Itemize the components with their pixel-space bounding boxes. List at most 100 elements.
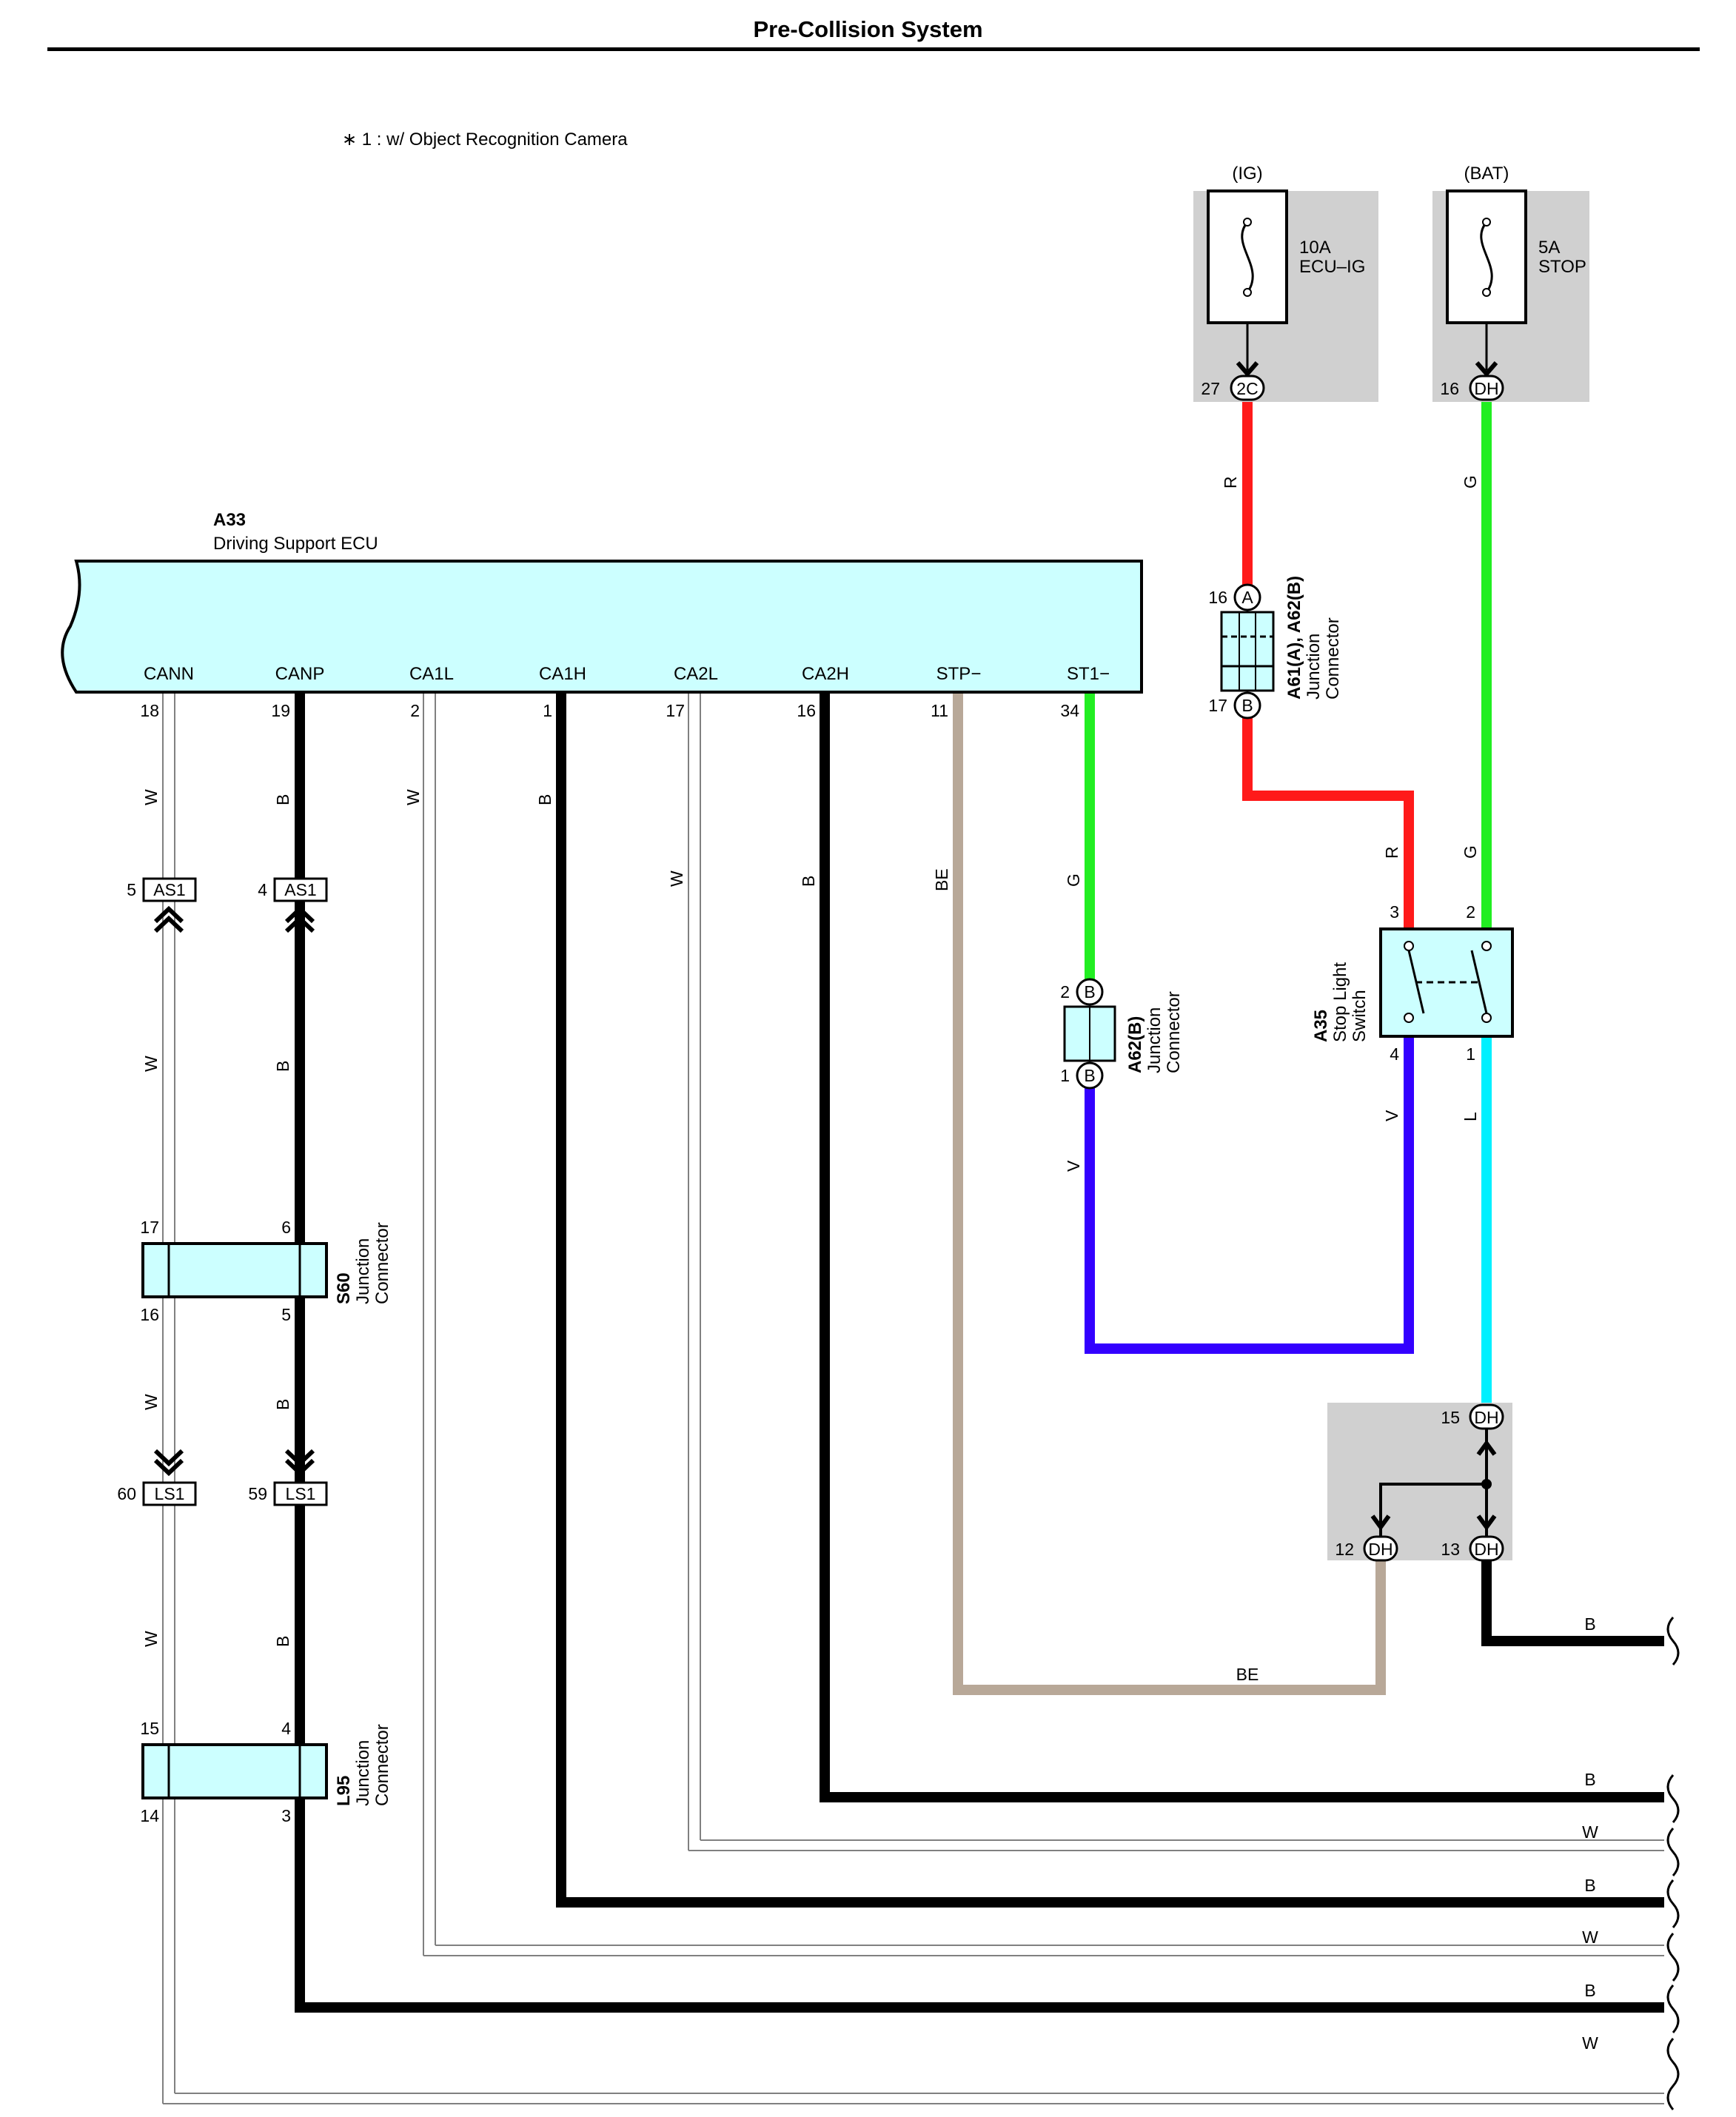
inline-connector-name: AS1 bbox=[153, 880, 185, 899]
ecu-name: Driving Support ECU bbox=[213, 534, 378, 554]
junction-type: Junction bbox=[1145, 1007, 1164, 1073]
inline-connector-as1-cann: AS1 5 bbox=[127, 877, 197, 933]
wire-color-labels: W B W B W B BE G W B W B W B V R G R G V… bbox=[141, 475, 1480, 1647]
junction-pin: 16 bbox=[1208, 588, 1227, 607]
wire-ca1l bbox=[423, 692, 1664, 1956]
ecu-pin: 34 bbox=[1060, 701, 1079, 720]
wire-color-label: W bbox=[141, 789, 161, 805]
junction-pin: 1 bbox=[1060, 1066, 1070, 1085]
page-title: Pre-Collision System bbox=[753, 16, 983, 42]
inline-connector-as1-canp: AS1 4 bbox=[258, 877, 328, 933]
stop-light-switch: 3 2 4 1 A35 Stop Light Switch bbox=[1311, 902, 1514, 1064]
fuse-bat: (BAT) 5A STOP DH 16 bbox=[1432, 164, 1589, 402]
wire-color-label: B bbox=[273, 1399, 292, 1410]
wire-color-label: B bbox=[273, 794, 292, 805]
wire-black-dh bbox=[1481, 1560, 1664, 1646]
ecu-pin: 16 bbox=[797, 701, 816, 720]
wire-color-label: W bbox=[141, 1631, 161, 1647]
dh-pin: 12 bbox=[1335, 1540, 1354, 1559]
wire-color-label: G bbox=[1064, 873, 1083, 887]
inline-connector-pin: 59 bbox=[248, 1484, 267, 1503]
fuse-link-icon bbox=[1480, 221, 1493, 293]
junction-s60: 17 6 16 5 S60 Junction Connector bbox=[140, 1218, 392, 1324]
connector-arrow-icon bbox=[284, 1449, 315, 1477]
junction-pin: 6 bbox=[281, 1218, 291, 1237]
wire-violet bbox=[1085, 1036, 1414, 1354]
junction-type: Junction bbox=[353, 1238, 373, 1304]
connector-arrow-icon bbox=[1236, 361, 1259, 378]
ecu-terminal-names: CANN CANP CA1L CA1H CA2L CA2H STP− ST1− bbox=[144, 664, 1110, 684]
wire-color-label: G bbox=[1461, 845, 1480, 859]
dh-connector: DH bbox=[1474, 1408, 1498, 1427]
dh-connector: DH bbox=[1368, 1540, 1393, 1559]
wire-color-label: V bbox=[1382, 1110, 1401, 1121]
switch-pin: 4 bbox=[1390, 1044, 1399, 1064]
junction-id: A61(A), A62(B) bbox=[1284, 576, 1304, 699]
connector-arrow-icon bbox=[1475, 361, 1498, 378]
dh-pin: 13 bbox=[1441, 1540, 1460, 1559]
junction-type: Connector bbox=[372, 1724, 392, 1806]
junction-connector-letter: B bbox=[1084, 982, 1095, 1002]
junction-pin: 3 bbox=[281, 1806, 291, 1825]
wire-color-label: B bbox=[799, 876, 818, 887]
inline-connector-name: LS1 bbox=[155, 1484, 185, 1503]
connector-arrow-icon bbox=[1370, 1514, 1391, 1531]
wire-color-label: W bbox=[141, 1056, 161, 1072]
wire-color-label: B bbox=[1584, 1770, 1595, 1789]
ecu-terminal: CA2L bbox=[674, 664, 718, 684]
ecu-pin-numbers: 18 19 2 1 17 16 11 34 bbox=[140, 701, 1079, 720]
junction-type: Connector bbox=[1164, 991, 1184, 1073]
ecu-terminal: CANP bbox=[275, 664, 325, 684]
wire-color-label: W bbox=[1582, 1928, 1598, 1947]
junction-type: Junction bbox=[1304, 634, 1324, 699]
wire-color-label: V bbox=[1064, 1160, 1083, 1172]
inline-connector-pin: 5 bbox=[127, 880, 136, 899]
wire-color-label: BE bbox=[1236, 1665, 1259, 1684]
junction-type: Connector bbox=[1323, 617, 1343, 699]
ecu-terminal: CANN bbox=[144, 664, 194, 684]
switch-pin: 3 bbox=[1390, 902, 1399, 922]
junction-pin: 2 bbox=[1060, 982, 1070, 1002]
ecu-pin: 1 bbox=[543, 701, 552, 720]
wire-color-label: B bbox=[1584, 1876, 1595, 1895]
wire-color-label: R bbox=[1221, 476, 1240, 489]
switch-id: A35 bbox=[1311, 1010, 1331, 1042]
junction-pin: 17 bbox=[140, 1218, 159, 1237]
fuse-link-icon bbox=[1241, 221, 1254, 293]
fuse-pin: 27 bbox=[1201, 379, 1220, 398]
fuse-pin: 16 bbox=[1440, 379, 1459, 398]
inline-connector-ls1-canp: LS1 59 bbox=[248, 1449, 328, 1506]
ecu-id: A33 bbox=[213, 510, 246, 530]
wire-color-label: W bbox=[403, 789, 423, 805]
inline-connector-ls1-cann: LS1 60 bbox=[117, 1449, 197, 1506]
fuse-name: STOP bbox=[1538, 257, 1586, 277]
ecu-terminal: CA1H bbox=[539, 664, 586, 684]
connector-arrow-icon bbox=[284, 905, 315, 933]
ecu-pin: 17 bbox=[666, 701, 685, 720]
junction-pin: 4 bbox=[281, 1719, 291, 1738]
wire-cann bbox=[162, 692, 1664, 2104]
ecu-terminal: ST1− bbox=[1067, 664, 1110, 684]
junction-connector-letter: B bbox=[1241, 696, 1253, 715]
junction-pin: 15 bbox=[140, 1719, 159, 1738]
connector-arrow-icon bbox=[1476, 1514, 1497, 1531]
ecu-terminal: CA1L bbox=[409, 664, 454, 684]
connector-arrow-icon bbox=[153, 905, 184, 933]
connector-arrow-icon bbox=[153, 1449, 184, 1477]
wire-color-label: BE bbox=[932, 868, 951, 891]
ecu-pin: 2 bbox=[410, 701, 420, 720]
wire-color-labels-horizontal: BE B B W B W B W bbox=[1236, 1614, 1598, 2053]
wire-color-label: L bbox=[1461, 1112, 1480, 1121]
inline-connector-pin: 4 bbox=[258, 880, 267, 899]
junction-pin: 14 bbox=[140, 1806, 159, 1825]
junction-pin: 16 bbox=[140, 1305, 159, 1324]
title-rule bbox=[47, 47, 1700, 51]
wire-color-label: W bbox=[1582, 2033, 1598, 2053]
junction-id: A62(B) bbox=[1125, 1016, 1145, 1073]
wire-continuation-marks bbox=[1666, 1617, 1680, 2110]
wire-color-label: W bbox=[667, 870, 686, 887]
switch-pin: 2 bbox=[1466, 902, 1475, 922]
junction-type: Connector bbox=[372, 1222, 392, 1304]
wire-color-label: B bbox=[1584, 1614, 1595, 1634]
junction-id: S60 bbox=[334, 1272, 354, 1304]
